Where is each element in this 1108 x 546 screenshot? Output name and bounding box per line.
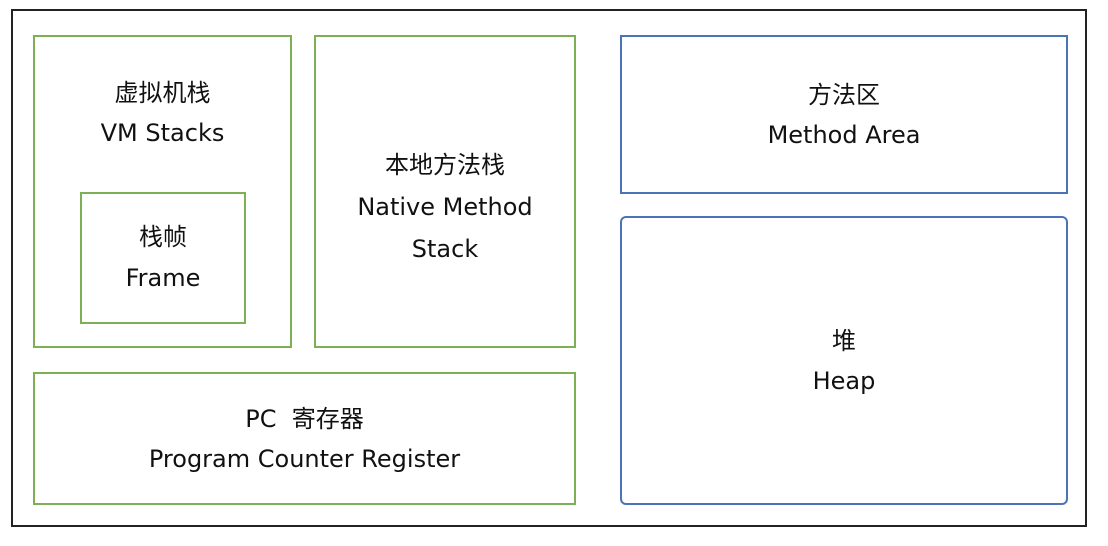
native-method-stack-label-zh: 本地方法栈 [385,151,505,179]
native-method-stack-box: 本地方法栈 Native Method Stack [314,35,576,348]
native-method-stack-label-en-2: Stack [411,235,479,263]
method-area-label-en: Method Area [767,120,921,149]
vm-stacks-box: 虚拟机栈 VM Stacks [33,35,292,348]
pc-register-label-zh: PC 寄存器 [245,404,364,433]
method-area-box: 方法区 Method Area [620,35,1068,194]
method-area-label-zh: 方法区 [808,80,880,109]
frame-label-zh: 栈帧 [139,223,187,251]
vm-stacks-label-en: VM Stacks [100,119,225,147]
heap-box: 堆 Heap [620,216,1068,505]
pc-register-label-en: Program Counter Register [148,444,461,473]
heap-label-en: Heap [812,366,876,395]
vm-stacks-label-zh: 虚拟机栈 [114,79,211,107]
frame-box: 栈帧 Frame [80,192,246,324]
native-method-stack-label-en-1: Native Method [357,193,533,221]
heap-label-zh: 堆 [832,326,856,355]
pc-register-box: PC 寄存器 Program Counter Register [33,372,576,505]
jvm-runtime-data-area [11,9,1087,527]
frame-label-en: Frame [125,264,201,292]
